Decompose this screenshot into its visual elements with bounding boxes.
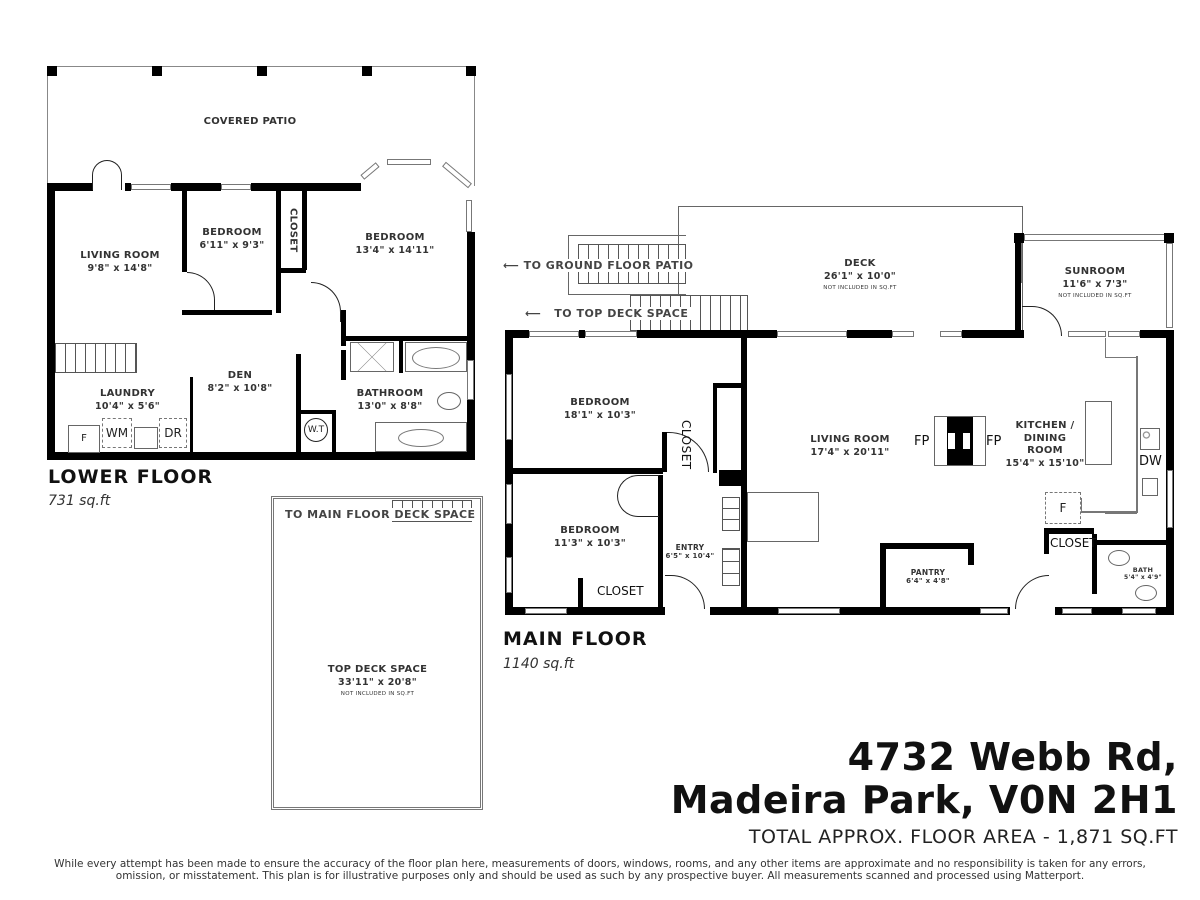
- room-bedroom-2: BEDROOM 11'3" x 10'3": [553, 525, 627, 549]
- room-laundry: LAUNDRY 10'4" x 5'6": [94, 388, 161, 412]
- post: [362, 66, 372, 76]
- disclaimer-line-2: omission, or misstatement. This plan is …: [115, 870, 1085, 882]
- disclaimer: While every attempt has been made to ens…: [0, 858, 1200, 882]
- room-bathroom-lower: BATHROOM 13'0" x 8'8": [356, 388, 424, 412]
- lower-floor-title: LOWER FLOOR: [48, 466, 214, 488]
- room-top-deck: TOP DECK SPACE 33'11" x 20'8" NOT INCLUD…: [327, 664, 428, 698]
- room-kitchen-dining: KITCHEN / DINING ROOM 15'4" x 15'10": [1005, 420, 1085, 469]
- counter-edge: [1105, 338, 1137, 514]
- main-floor-area: 1140 sq.ft: [503, 656, 575, 672]
- room-closet-lower: CLOSET: [287, 207, 299, 253]
- bathtub: [405, 342, 467, 372]
- fireplace: [934, 416, 986, 466]
- address-line-1: 4732 Webb Rd,: [847, 735, 1178, 779]
- kitchen-sink: [1142, 478, 1158, 496]
- lower-floor-area: 731 sq.ft: [48, 493, 111, 509]
- room-bedroom-large: BEDROOM 13'4" x 14'11": [355, 232, 435, 256]
- kitchen-island: [1085, 401, 1112, 465]
- fridge-main: F: [1045, 492, 1081, 524]
- closet-kitchen: CLOSET: [1050, 536, 1097, 550]
- to-main-floor-deck-label: TO MAIN FLOOR DECK SPACE: [285, 508, 479, 521]
- to-ground-floor-patio-label: ⟵ TO GROUND FLOOR PATIO: [500, 259, 697, 272]
- room-living-room-lower: LIVING ROOM 9'8" x 14'8": [80, 250, 160, 274]
- vanity: [375, 422, 467, 452]
- address-line-2: Madeira Park, V0N 2H1: [670, 778, 1178, 822]
- room-pantry: PANTRY 6'4" x 4'8": [906, 568, 950, 586]
- room-deck: DECK 26'1" x 10'0" NOT INCLUDED IN SQ.FT: [823, 258, 897, 292]
- fridge-lower: F: [68, 425, 100, 453]
- disclaimer-line-1: While every attempt has been made to ens…: [54, 858, 1146, 870]
- bath-sink: [1108, 550, 1130, 566]
- entry-platform: [747, 492, 819, 542]
- room-bath-main: BATH 5'4" x 4'9": [1124, 566, 1162, 582]
- room-den: DEN 8'2" x 10'8": [207, 370, 273, 394]
- fireplace-right-label: FP: [986, 434, 1002, 449]
- room-covered-patio: COVERED PATIO: [203, 116, 297, 127]
- dryer: DR: [159, 418, 187, 448]
- post: [466, 66, 476, 76]
- laundry-sink: [134, 427, 158, 449]
- water-tank: W.T: [304, 418, 328, 442]
- room-entry: ENTRY 6'5" x 10'4": [665, 543, 715, 561]
- closet-bedroom-2: CLOSET: [597, 584, 644, 598]
- lower-stairs: [55, 343, 137, 373]
- room-sunroom: SUNROOM 11'6" x 7'3" NOT INCLUDED IN SQ.…: [1058, 266, 1132, 300]
- room-bedroom-small: BEDROOM 6'11" x 9'3": [199, 227, 265, 251]
- washer: WM: [102, 418, 132, 448]
- room-living-room-main: LIVING ROOM 17'4" x 20'11": [810, 434, 890, 458]
- toilet: [437, 392, 461, 410]
- post: [152, 66, 162, 76]
- entry-stairs-down: [722, 548, 740, 586]
- fireplace-left-label: FP: [914, 434, 930, 449]
- room-bedroom-1: BEDROOM 18'1" x 10'3": [563, 397, 637, 421]
- to-top-deck-label: ⟵ TO TOP DECK SPACE: [522, 307, 692, 320]
- main-floor-title: MAIN FLOOR: [503, 628, 648, 650]
- shower: [350, 342, 394, 372]
- closet-bedroom-1: CLOSET: [679, 420, 693, 470]
- total-floor-area: TOTAL APPROX. FLOOR AREA - 1,871 SQ.FT: [748, 826, 1178, 848]
- stove: [1140, 428, 1160, 450]
- bath-toilet: [1135, 585, 1157, 601]
- post: [257, 66, 267, 76]
- entry-stairs-up: [722, 497, 740, 531]
- top-deck-outline: [271, 496, 483, 810]
- dishwasher-label: DW: [1139, 454, 1162, 469]
- post: [47, 66, 57, 76]
